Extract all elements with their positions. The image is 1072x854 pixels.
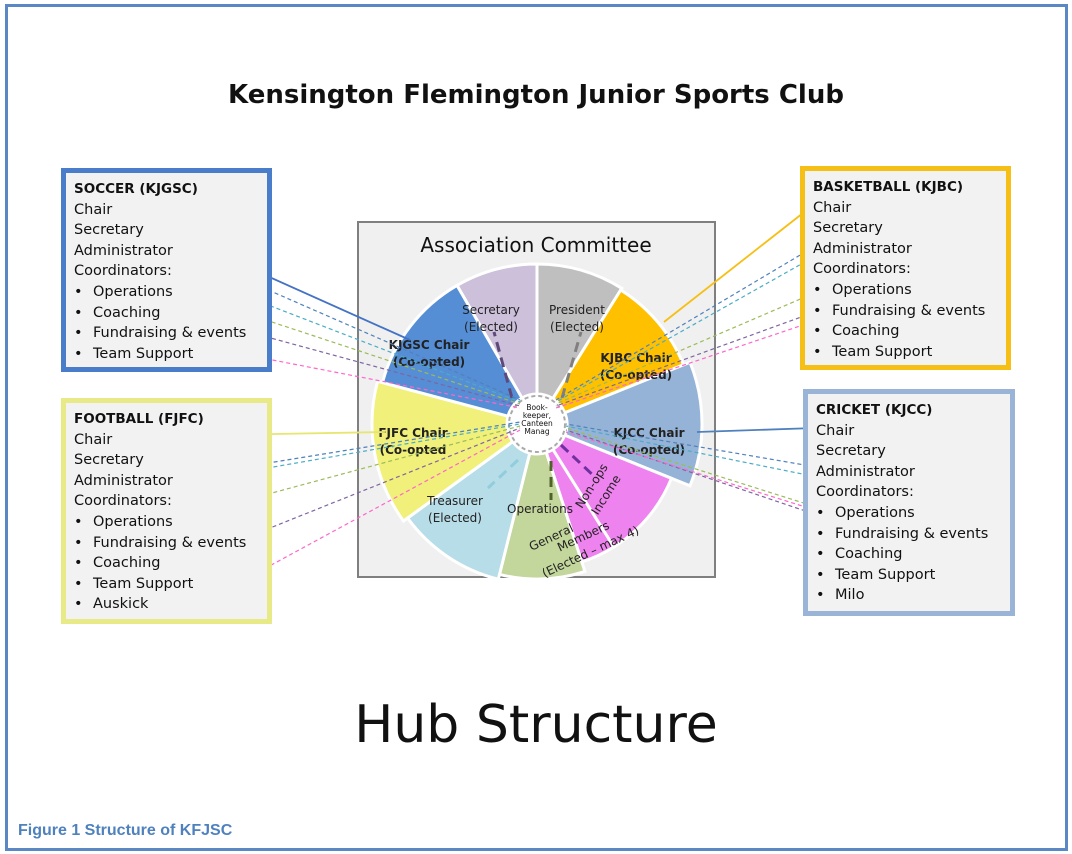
connector-line	[565, 423, 823, 469]
connector-line	[555, 257, 813, 403]
list-item: Operations	[816, 503, 1002, 524]
soccer-role-administrator: Administrator	[74, 242, 173, 259]
list-item: Coaching	[74, 303, 259, 324]
soccer-coordinator-list: Operations Coaching Fundraising & events…	[74, 282, 259, 364]
football-header: FOOTBALL (FJFC)	[74, 411, 204, 427]
list-item: Coaching	[74, 553, 259, 574]
list-item: Operations	[74, 512, 259, 533]
football-role-administrator: Administrator	[74, 472, 173, 489]
list-item: Team Support	[813, 342, 998, 363]
list-item: Operations	[74, 282, 259, 303]
cricket-role-chair: Chair	[816, 422, 855, 439]
connector-line	[565, 431, 816, 511]
cricket-header: CRICKET (KJCC)	[816, 402, 933, 418]
connector-line	[565, 425, 823, 479]
list-item: Fundraising & events	[813, 301, 998, 322]
connector-line	[565, 427, 833, 513]
list-item: Operations	[813, 280, 998, 301]
connector-line	[663, 205, 813, 323]
cricket-box: CRICKET (KJCC) Chair Secretary Administr…	[803, 389, 1015, 616]
list-item: Team Support	[816, 565, 1002, 586]
basketball-role-chair: Chair	[813, 199, 852, 216]
wheel-segment-president	[535, 262, 624, 401]
wheel-segment-kjcc	[562, 360, 704, 488]
basketball-role-secretary: Secretary	[813, 220, 883, 237]
basketball-header: BASKETBALL (KJBC)	[813, 179, 964, 195]
connector-line	[239, 429, 521, 583]
soccer-role-secretary: Secretary	[74, 222, 144, 239]
connector-line	[696, 427, 816, 433]
list-item: Coaching	[816, 544, 1002, 565]
football-role-coordinators: Coordinators:	[74, 493, 172, 510]
wheel-label-kjgsc: KJGSC Chair(Co-opted)	[389, 338, 470, 369]
connector-line	[555, 307, 827, 407]
wheel-spoke	[492, 331, 514, 399]
wheel-segment-general	[497, 450, 587, 581]
wheel-label-operations: Operations	[507, 502, 573, 516]
wheel-segment-secretary	[454, 262, 539, 401]
connector-line	[555, 287, 827, 405]
wheel-label-treasurer: Treasurer(Elected)	[426, 494, 483, 525]
wheel-segment-kjgsc	[380, 283, 525, 419]
wheel-spoke	[486, 458, 520, 490]
hub-structure-label: Hub Structure	[354, 695, 718, 755]
wheel-label-fjfc: FJFC Chair(Co-opted	[378, 426, 447, 457]
figure-caption: Figure 1 Structure of KFJSC	[18, 822, 233, 839]
football-role-chair: Chair	[74, 431, 113, 448]
wheel-label-president: President(Elected)	[549, 303, 605, 334]
football-box: FOOTBALL (FJFC) Chair Secretary Administ…	[61, 398, 272, 624]
list-item: Coaching	[813, 321, 998, 342]
connector-line	[565, 429, 833, 521]
list-item: Fundraising & events	[74, 533, 259, 554]
cricket-coordinator-list: Operations Fundraising & events Coaching…	[816, 503, 1002, 606]
football-coordinator-list: Operations Fundraising & events Coaching…	[74, 512, 259, 615]
wheel-label-secretary: Secretary(Elected)	[462, 303, 520, 334]
list-item: Team Support	[74, 574, 259, 595]
wheel-spoke	[559, 443, 598, 480]
connector-line	[555, 321, 813, 409]
list-item: Fundraising & events	[816, 524, 1002, 545]
cricket-role-administrator: Administrator	[816, 463, 915, 480]
cricket-role-coordinators: Coordinators:	[816, 484, 914, 501]
list-item: Milo	[816, 585, 1002, 606]
wheel-label-kjcc: KJCC Chair(Co-opted)	[613, 426, 685, 457]
committee-title: Association Committee	[420, 233, 652, 257]
basketball-role-administrator: Administrator	[813, 240, 912, 257]
soccer-role-coordinators: Coordinators:	[74, 263, 172, 280]
list-item: Fundraising & events	[74, 323, 259, 344]
connector-line	[244, 330, 521, 407]
basketball-box: BASKETBALL (KJBC) Chair Secretary Admini…	[800, 166, 1011, 370]
wheel-spoke	[560, 331, 583, 399]
page-title: Kensington Flemington Junior Sports Club	[228, 80, 844, 110]
connector-line	[239, 427, 521, 541]
wheel-label-kjbc: KJBC Chair(Co-opted)	[600, 351, 672, 382]
list-item: Team Support	[74, 344, 259, 365]
list-item: Auskick	[74, 594, 259, 615]
connector-line	[171, 288, 521, 405]
soccer-box: SOCCER (KJGSC) Chair Secretary Administr…	[61, 168, 272, 372]
football-role-secretary: Secretary	[74, 452, 144, 469]
wheel-segment-nonops	[550, 433, 674, 550]
connector-line	[555, 247, 813, 401]
soccer-header: SOCCER (KJGSC)	[74, 181, 198, 197]
basketball-role-coordinators: Coordinators:	[813, 261, 911, 278]
cricket-role-secretary: Secretary	[816, 443, 886, 460]
soccer-role-chair: Chair	[74, 201, 113, 218]
basketball-coordinator-list: Operations Fundraising & events Coaching…	[813, 280, 998, 362]
connector-line	[171, 267, 521, 403]
